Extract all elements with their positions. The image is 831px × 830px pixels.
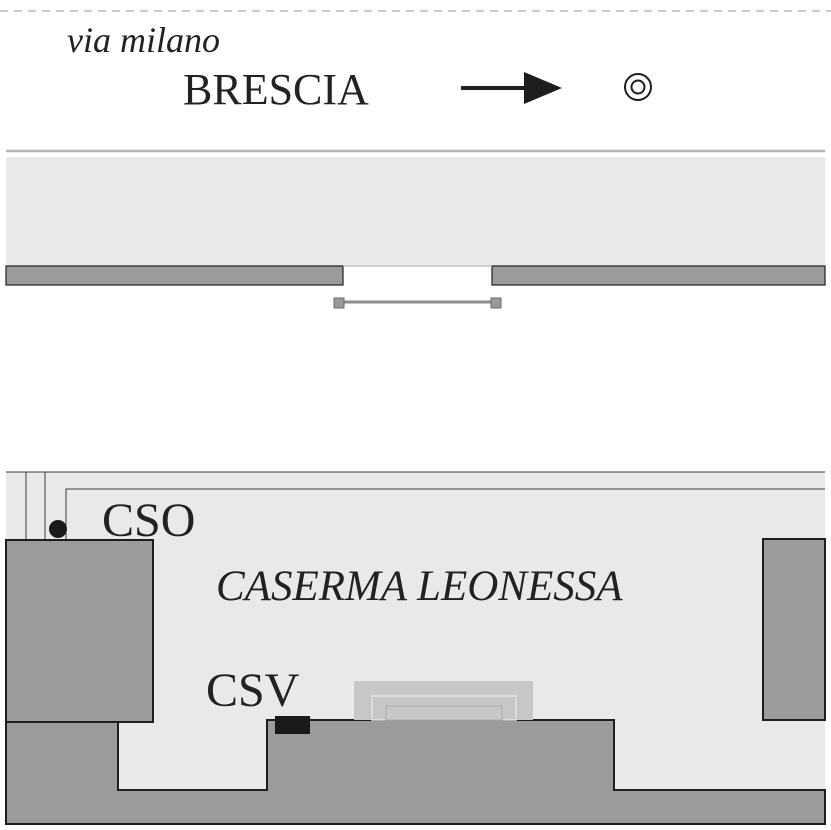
road-band [6, 157, 825, 267]
building-right [762, 538, 826, 721]
gate-bar [333, 297, 502, 309]
site-label: CASERMA LEONESSA [216, 563, 623, 610]
building-bottom [5, 719, 826, 825]
street-label: via milano [67, 20, 220, 60]
wall-right [491, 265, 826, 286]
cso-label: CSO [102, 494, 195, 547]
central-structure [354, 681, 533, 721]
perimeter-lines [6, 471, 825, 540]
csv-marker [275, 716, 310, 734]
arrow-right-icon [461, 72, 562, 104]
wall-left [5, 265, 344, 286]
direction-label: BRESCIA [183, 65, 369, 114]
csv-label: CSV [206, 664, 300, 717]
building-left [5, 539, 154, 723]
double-circle-icon [624, 73, 652, 101]
cso-marker [49, 520, 67, 538]
